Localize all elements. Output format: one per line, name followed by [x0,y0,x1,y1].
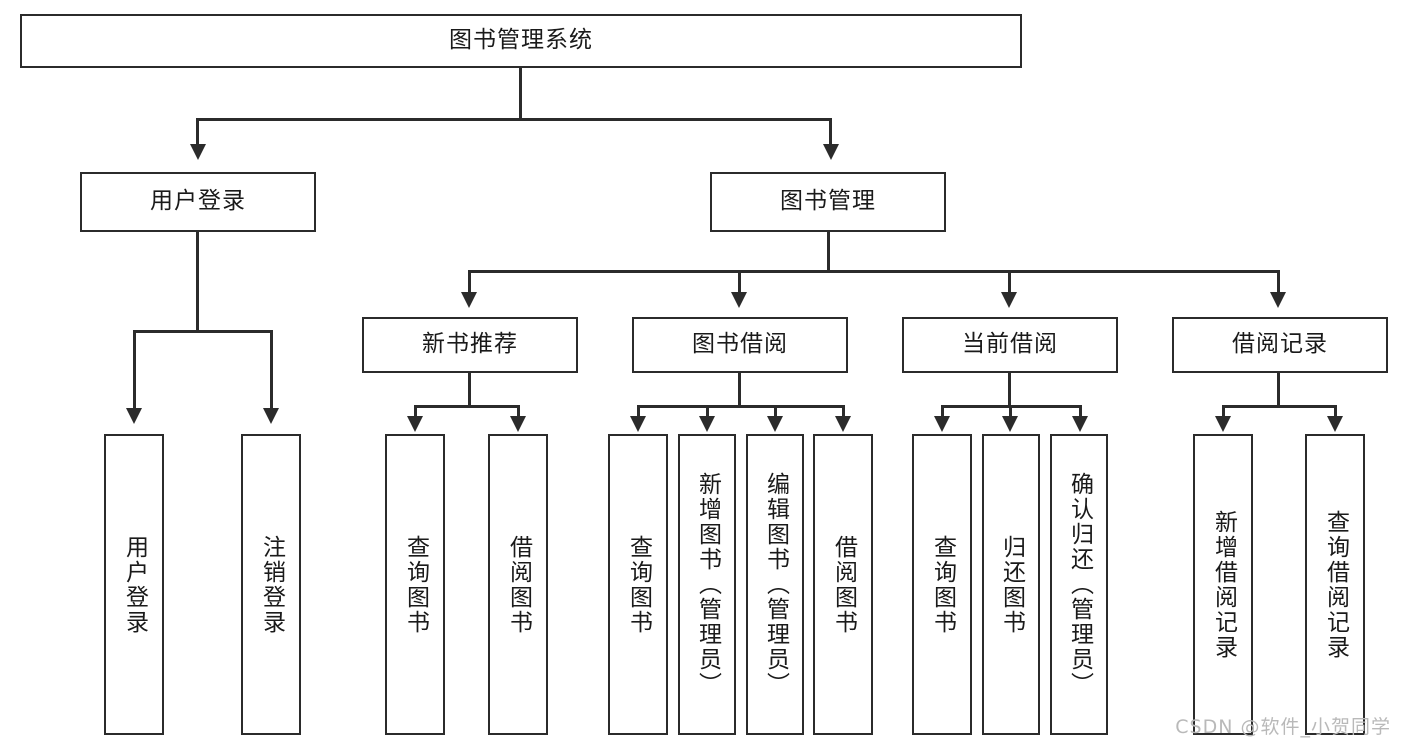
arrowhead-br-2 [1327,416,1343,432]
leaf-user-logout-label: 注销登录 [258,534,285,635]
connector-bm-drop-3 [1008,270,1011,294]
node-book-management-label: 图书管理 [780,188,876,215]
arrowhead-user-login-2 [263,408,279,424]
leaf-query-book-1[interactable]: 查询图书 [385,434,445,735]
connector-bb-stem [738,373,741,407]
watermark: CSDN @软件_小贺同学 [1175,716,1391,738]
connector-nbr-drop-1 [414,405,417,419]
connector-cb-drop-2 [1009,405,1012,419]
connector-root-to-user-login [196,118,199,146]
arrowhead-br-1 [1215,416,1231,432]
connector-br-stem [1277,373,1280,407]
connector-user-login-drop-2 [270,330,273,410]
leaf-query-book-3[interactable]: 查询图书 [912,434,972,735]
arrowhead-bm-1 [461,292,477,308]
node-new-book-recommend[interactable]: 新书推荐 [362,317,578,373]
connector-bb-bus [637,405,845,408]
leaf-query-borrow-record[interactable]: 查询借阅记录 [1305,434,1365,735]
arrowhead-nbr-1 [407,416,423,432]
connector-br-drop-1 [1222,405,1225,419]
leaf-confirm-return-admin-label: 确认归还（管理员） [1066,472,1093,697]
leaf-user-login-label: 用户登录 [121,534,148,635]
arrowhead-cb-2 [1002,416,1018,432]
connector-cb-drop-3 [1079,405,1082,419]
leaf-query-book-2[interactable]: 查询图书 [608,434,668,735]
connector-root-stem [519,68,522,120]
leaf-user-logout[interactable]: 注销登录 [241,434,301,735]
arrowhead-bm-4 [1270,292,1286,308]
arrowhead-bb-3 [767,416,783,432]
leaf-confirm-return-admin[interactable]: 确认归还（管理员） [1050,434,1108,735]
node-user-login-label: 用户登录 [150,188,246,215]
connector-bb-drop-2 [706,405,709,419]
connector-bb-drop-4 [842,405,845,419]
arrowhead-bm-2 [731,292,747,308]
node-borrow-record-label: 借阅记录 [1232,331,1328,358]
node-current-borrow-label: 当前借阅 [962,331,1058,358]
connector-book-management-stem [827,232,830,272]
arrowhead-nbr-2 [510,416,526,432]
connector-user-login-drop-1 [133,330,136,410]
connector-nbr-stem [468,373,471,407]
arrowhead-root-to-book-management [823,144,839,160]
leaf-add-borrow-record-label: 新增借阅记录 [1210,509,1237,660]
leaf-query-book-3-label: 查询图书 [929,534,956,635]
leaf-borrow-book-1-label: 借阅图书 [505,534,532,635]
arrowhead-user-login-1 [126,408,142,424]
leaf-borrow-book-2-label: 借阅图书 [830,534,857,635]
leaf-add-borrow-record[interactable]: 新增借阅记录 [1193,434,1253,735]
connector-root-to-book-management [829,118,832,146]
root-node-label: 图书管理系统 [449,27,593,54]
connector-bm-drop-1 [468,270,471,294]
connector-nbr-drop-2 [517,405,520,419]
node-book-borrow-label: 图书借阅 [692,331,788,358]
connector-user-login-stem [196,232,199,332]
leaf-borrow-book-1[interactable]: 借阅图书 [488,434,548,735]
arrowhead-root-to-user-login [190,144,206,160]
leaf-query-book-2-label: 查询图书 [625,534,652,635]
connector-br-drop-2 [1334,405,1337,419]
connector-root-bus [196,118,832,121]
connector-bb-drop-3 [774,405,777,419]
node-user-login[interactable]: 用户登录 [80,172,316,232]
arrowhead-bb-1 [630,416,646,432]
leaf-edit-book-admin-label: 编辑图书（管理员） [762,472,789,697]
leaf-return-book[interactable]: 归还图书 [982,434,1040,735]
connector-bm-drop-2 [738,270,741,294]
connector-bb-drop-1 [637,405,640,419]
leaf-add-book-admin-label: 新增图书（管理员） [694,472,721,697]
arrowhead-bm-3 [1001,292,1017,308]
arrowhead-cb-3 [1072,416,1088,432]
arrowhead-bb-4 [835,416,851,432]
node-new-book-recommend-label: 新书推荐 [422,331,518,358]
connector-br-bus [1222,405,1337,408]
node-current-borrow[interactable]: 当前借阅 [902,317,1118,373]
arrowhead-cb-1 [934,416,950,432]
connector-bm-drop-4 [1277,270,1280,294]
connector-cb-stem [1008,373,1011,407]
connector-book-management-bus [468,270,1280,273]
leaf-return-book-label: 归还图书 [998,534,1025,635]
leaf-query-book-1-label: 查询图书 [402,534,429,635]
leaf-query-borrow-record-label: 查询借阅记录 [1322,509,1349,660]
node-book-management[interactable]: 图书管理 [710,172,946,232]
connector-user-login-bus [133,330,273,333]
leaf-edit-book-admin[interactable]: 编辑图书（管理员） [746,434,804,735]
arrowhead-bb-2 [699,416,715,432]
leaf-user-login[interactable]: 用户登录 [104,434,164,735]
connector-nbr-bus [414,405,520,408]
root-node[interactable]: 图书管理系统 [20,14,1022,68]
connector-cb-drop-1 [941,405,944,419]
leaf-add-book-admin[interactable]: 新增图书（管理员） [678,434,736,735]
node-book-borrow[interactable]: 图书借阅 [632,317,848,373]
node-borrow-record[interactable]: 借阅记录 [1172,317,1388,373]
leaf-borrow-book-2[interactable]: 借阅图书 [813,434,873,735]
